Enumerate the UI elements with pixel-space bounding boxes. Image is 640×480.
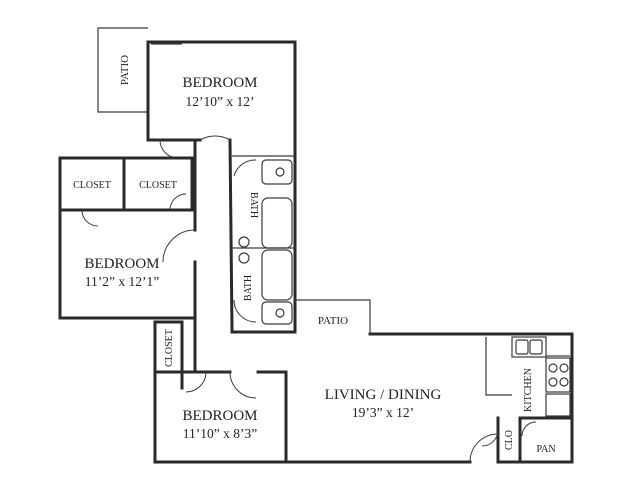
bedroom-bottom-name: BEDROOM — [182, 408, 257, 424]
bedroom-left: BEDROOM 11’2” x 12’1” — [58, 156, 197, 320]
bath-upper-label: BATH — [248, 192, 259, 218]
patio-top-label: PATIO — [119, 55, 131, 85]
bedroom-bottom-dims: 11’10” x 8’3” — [183, 426, 257, 441]
bedroom-left-name: BEDROOM — [84, 256, 159, 272]
kitchen: KITCHEN CLO PAN — [481, 336, 574, 464]
bedroom-top-name: BEDROOM — [182, 75, 257, 91]
patio-top-area: PATIO — [97, 27, 148, 113]
closets-left: CLOSET CLOSET — [58, 156, 194, 227]
bedroom-top: BEDROOM 12’10” x 12’ — [146, 40, 297, 332]
closet-right-label: CLOSET — [139, 180, 177, 191]
baths: BATH BATH — [232, 159, 295, 325]
living-name: LIVING / DINING — [325, 387, 442, 403]
clo-label: CLO — [504, 430, 515, 450]
patio-middle-label: PATIO — [318, 315, 348, 327]
closet-lower-label: CLOSET — [164, 329, 175, 367]
bath-lower-label: BATH — [243, 275, 254, 301]
closet-left-label: CLOSET — [73, 180, 111, 191]
bedroom-left-dims: 11’2” x 12’1” — [85, 274, 159, 289]
patio-middle-area: PATIO — [295, 299, 371, 334]
living-dining: LIVING / DINING 19’3” x 12’ — [298, 332, 574, 464]
pan-label: PAN — [536, 444, 555, 455]
bedroom-top-dims: 12’10” x 12’ — [186, 94, 255, 109]
kitchen-label: KITCHEN — [523, 368, 534, 412]
hallway-walls — [193, 138, 297, 374]
living-dims: 19’3” x 12’ — [352, 405, 414, 420]
bedroom-bottom: CLOSET BEDROOM 11’10” x 8’3” — [153, 320, 302, 464]
